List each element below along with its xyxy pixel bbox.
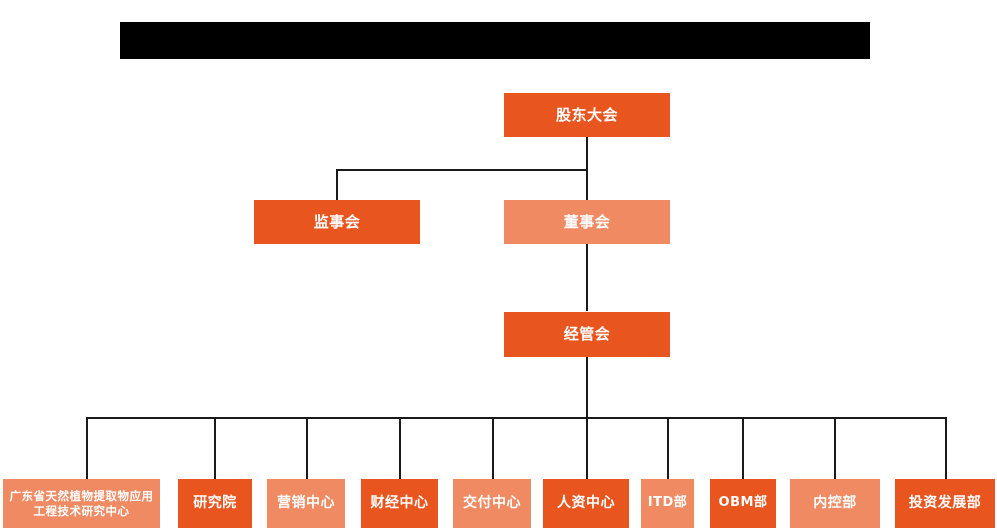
node-internal-control-dept-label: 内控部 — [813, 494, 857, 511]
connector-to-hr-center — [586, 417, 588, 479]
node-delivery-center-label: 交付中心 — [463, 494, 521, 511]
connector-to-marketing-center — [306, 417, 308, 479]
connector-to-finance-center — [399, 417, 401, 479]
node-hr-center[interactable]: 人资中心 — [543, 479, 629, 528]
connector-directors-to-management — [586, 243, 588, 311]
node-shareholders[interactable]: 股东大会 — [504, 93, 670, 137]
node-management-label: 经管会 — [563, 325, 611, 344]
node-hr-center-label: 人资中心 — [557, 494, 615, 511]
node-investment-dev-dept-label: 投资发展部 — [908, 494, 982, 511]
node-internal-control-dept[interactable]: 内控部 — [790, 479, 880, 528]
node-research-institute-label: 研究院 — [193, 494, 237, 511]
node-gd-center-label: 广东省天然植物提取物应用工程技术研究中心 — [9, 489, 154, 518]
connector-level2-bus — [336, 169, 588, 171]
connector-to-itd-dept — [667, 417, 669, 479]
node-gd-center[interactable]: 广东省天然植物提取物应用工程技术研究中心 — [3, 479, 160, 528]
connector-management-down — [586, 357, 588, 418]
connector-to-supervisors — [336, 169, 338, 200]
connector-to-obm-dept — [742, 417, 744, 479]
node-management[interactable]: 经管会 — [504, 312, 670, 357]
redacted-title-bar — [120, 22, 870, 59]
connector-to-internal-control-dept — [834, 417, 836, 479]
node-supervisors-label: 监事会 — [313, 212, 361, 231]
node-supervisors[interactable]: 监事会 — [254, 200, 420, 244]
connector-shareholders-down — [586, 137, 588, 170]
node-finance-center[interactable]: 财经中心 — [361, 479, 438, 528]
node-obm-dept-label: OBM部 — [718, 495, 768, 511]
connector-level4-bus — [86, 417, 947, 419]
node-obm-dept[interactable]: OBM部 — [710, 479, 776, 528]
node-marketing-center-label: 营销中心 — [277, 494, 335, 511]
node-investment-dev-dept[interactable]: 投资发展部 — [895, 479, 995, 528]
node-finance-center-label: 财经中心 — [370, 494, 429, 511]
connector-to-directors — [586, 169, 588, 200]
node-research-institute[interactable]: 研究院 — [178, 479, 252, 528]
node-marketing-center[interactable]: 营销中心 — [267, 479, 345, 528]
connector-to-delivery-center — [492, 417, 494, 479]
node-directors-label: 董事会 — [563, 212, 611, 231]
connector-to-investment-dev-dept — [945, 417, 947, 479]
connector-to-research-institute — [214, 417, 216, 479]
node-delivery-center[interactable]: 交付中心 — [453, 479, 531, 528]
node-itd-dept-label: ITD部 — [647, 495, 688, 511]
node-shareholders-label: 股东大会 — [555, 105, 618, 124]
node-itd-dept[interactable]: ITD部 — [641, 479, 694, 528]
connector-to-gd-center — [86, 417, 88, 479]
node-directors[interactable]: 董事会 — [504, 200, 670, 244]
